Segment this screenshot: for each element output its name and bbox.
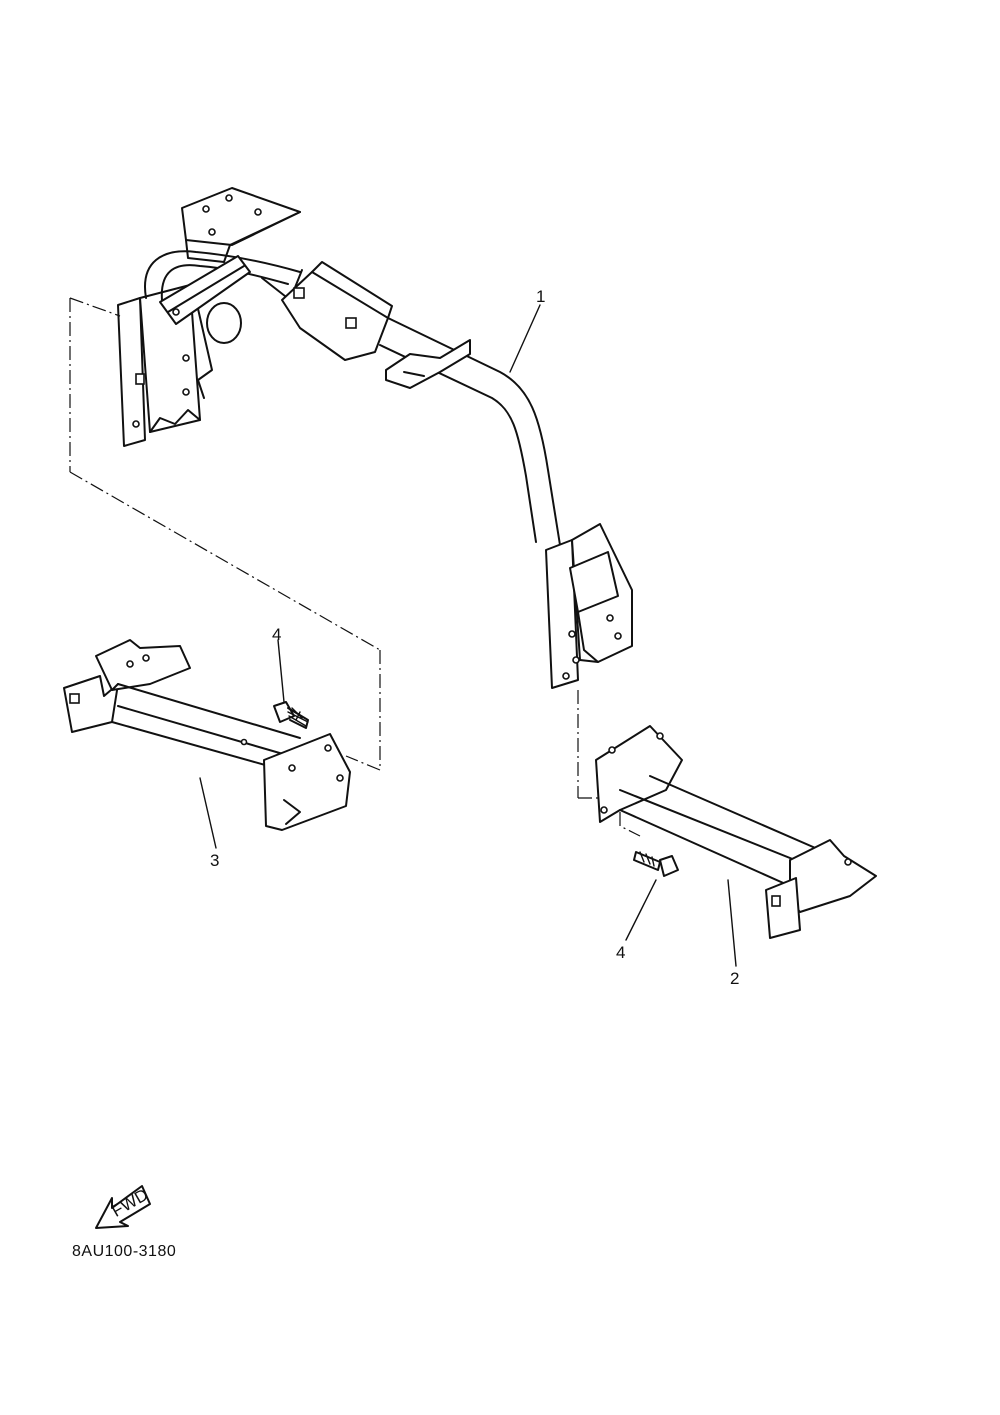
- part-3-cross-member-left: [63, 639, 351, 831]
- callout-3: 3: [210, 851, 219, 870]
- part-4-bolt-upper: [273, 701, 309, 729]
- callout-2: 2: [730, 969, 739, 988]
- callout-4-upper: 4: [272, 625, 281, 644]
- callout-4-lower: 4: [616, 943, 625, 962]
- assembly-lines: [69, 297, 641, 837]
- callout-1: 1: [536, 287, 545, 306]
- leader-lines: [199, 304, 737, 967]
- catalog-code: 8AU100-3180: [72, 1243, 177, 1260]
- part-1-frame-bar: [117, 187, 633, 689]
- fwd-arrow-icon: FWD: [95, 1185, 151, 1229]
- part-2-cross-member-right: [595, 725, 877, 939]
- part-4-bolt-lower: [633, 851, 679, 877]
